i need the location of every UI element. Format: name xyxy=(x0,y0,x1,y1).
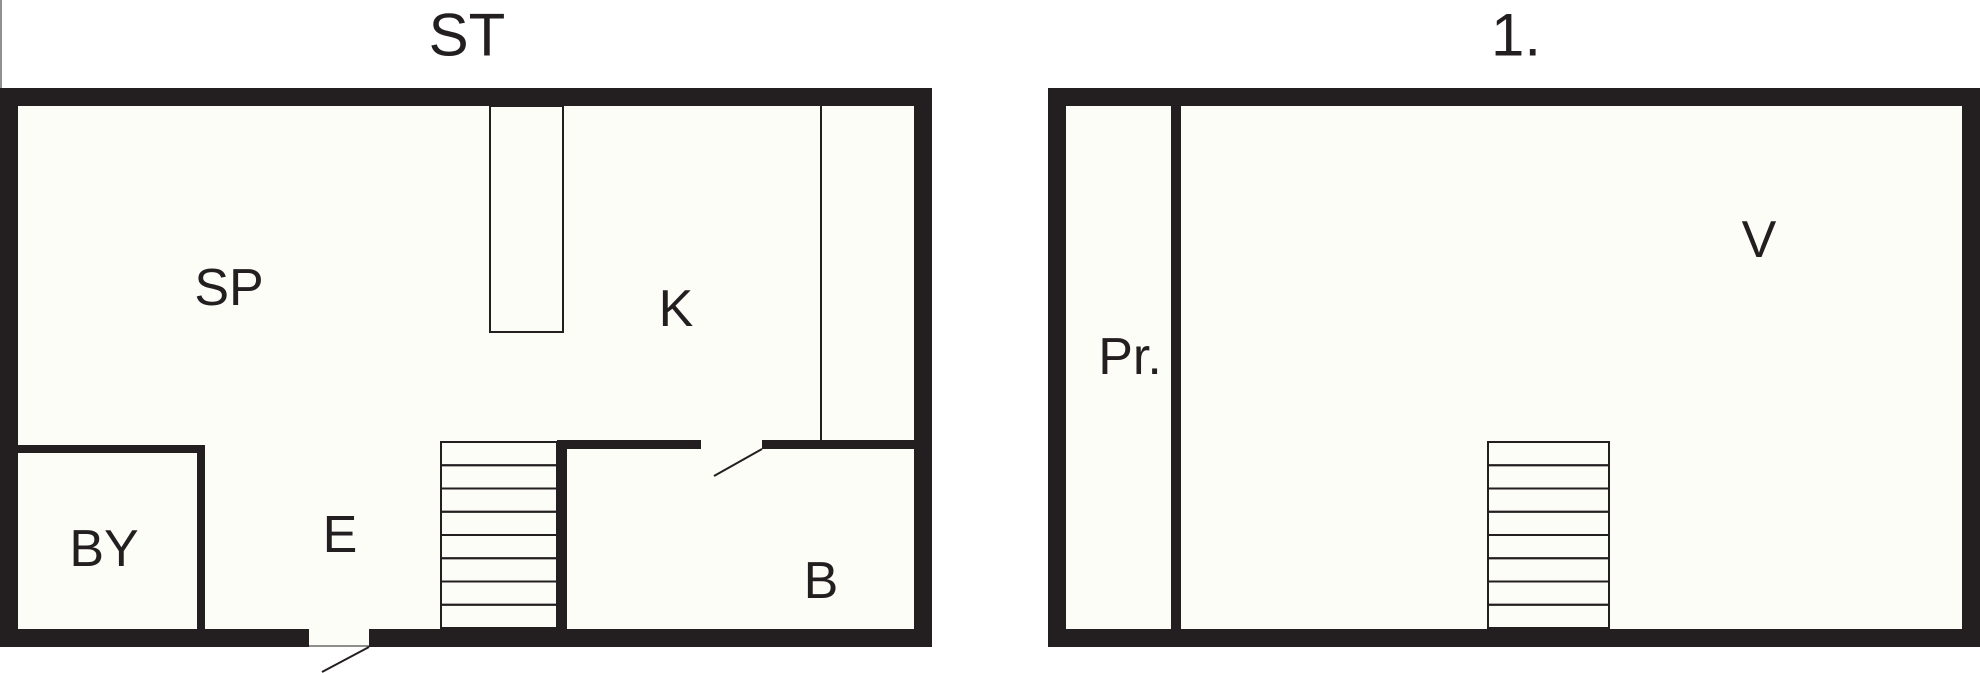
stair-step xyxy=(440,603,558,629)
outer-wall xyxy=(1048,88,1980,647)
room-label-pr: Pr. xyxy=(1098,328,1162,386)
floor-title-first: 1. xyxy=(1491,2,1541,69)
staircase xyxy=(1487,441,1610,629)
staircase xyxy=(440,441,558,629)
room-label-sp: SP xyxy=(194,259,263,317)
wall-b-top-left xyxy=(557,440,701,449)
wall-by-top xyxy=(18,445,205,453)
chimney xyxy=(489,105,564,333)
door-b-swing xyxy=(713,448,763,477)
room-label-by: BY xyxy=(69,520,138,578)
room-label-b: B xyxy=(804,552,839,610)
wall-b-top-right xyxy=(762,440,916,449)
wall-by-side xyxy=(197,445,205,629)
wall-pr xyxy=(1171,106,1181,629)
floor-plan-ground: ST SP K BY E B xyxy=(0,2,932,673)
room-label-v: V xyxy=(1742,211,1777,269)
outer-wall xyxy=(0,88,932,647)
stair-step xyxy=(1487,603,1610,629)
room-label-e: E xyxy=(323,506,358,564)
entrance-door-gap xyxy=(309,629,369,647)
floor-title-ground: ST xyxy=(429,2,506,69)
room-label-k: K xyxy=(659,280,694,338)
floor-plan-first: 1. Pr. V xyxy=(1048,2,1980,647)
entrance-door-swing xyxy=(321,646,370,673)
wall-b-side xyxy=(557,440,567,629)
